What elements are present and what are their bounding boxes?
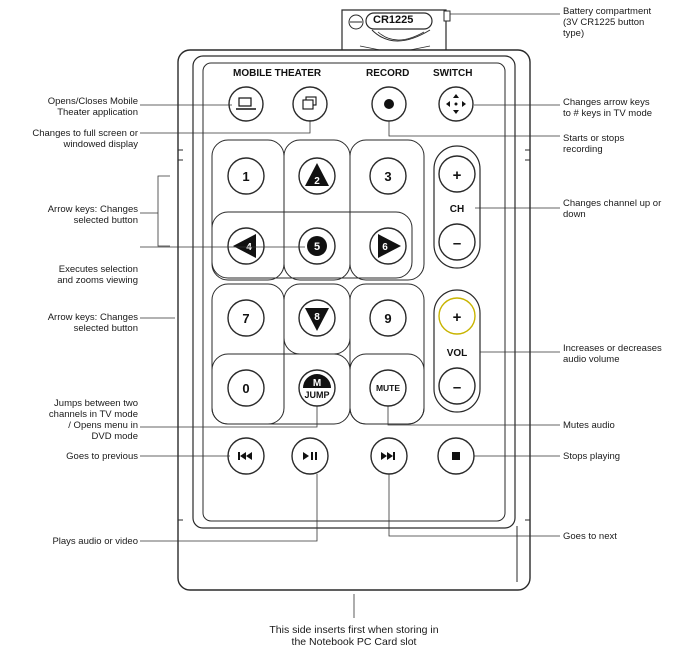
- key-5-select[interactable]: 5: [298, 227, 336, 265]
- arrow-keys-top-callout: Arrow keys: Changes selected button: [47, 204, 138, 226]
- next-callout: Goes to next: [563, 531, 617, 542]
- select-dot-icon: [307, 236, 327, 256]
- key-9[interactable]: 9: [369, 299, 407, 337]
- svg-text:JUMP: JUMP: [304, 390, 329, 400]
- mobile-theater-header: MOBILE THEATER: [233, 68, 322, 79]
- stop-callout: Stops playing: [563, 451, 621, 462]
- leader-lines: [140, 13, 560, 618]
- key-0[interactable]: 0: [227, 369, 265, 407]
- svg-text:–: –: [453, 379, 461, 396]
- number-keys: 1 2 3 4 5 6 7: [227, 157, 407, 407]
- channel-callout: Changes channel up or down: [563, 198, 662, 220]
- svg-text:2: 2: [314, 176, 320, 187]
- mobile-theater-callout: Opens/Closes Mobile Theater application: [47, 96, 138, 118]
- svg-text:4: 4: [246, 242, 252, 253]
- key-3[interactable]: 3: [369, 157, 407, 195]
- window-icon: [302, 96, 317, 110]
- fullscreen-callout: Changes to full screen or windowed displ…: [32, 128, 138, 150]
- next-button[interactable]: [370, 437, 408, 475]
- channel-up-button[interactable]: +: [438, 155, 476, 193]
- footer-note: This side inserts first when storing in …: [269, 624, 439, 648]
- key-6-right[interactable]: 6: [369, 227, 407, 265]
- svg-text:MUTE: MUTE: [376, 383, 400, 393]
- play-pause-icon: [303, 452, 317, 460]
- svg-text:+: +: [453, 309, 462, 326]
- channel-rocker: + CH –: [433, 145, 481, 269]
- battery-callout: Battery compartment (3V CR1225 button ty…: [563, 6, 652, 39]
- transport-row: [227, 437, 475, 475]
- volume-label: VOL: [447, 348, 468, 359]
- svg-text:–: –: [453, 235, 461, 252]
- up-arrow-icon: [305, 163, 329, 186]
- previous-icon: [238, 452, 252, 460]
- volume-rocker: + VOL –: [433, 289, 481, 413]
- volume-callout: Increases or decreases audio volume: [563, 343, 662, 365]
- stop-button[interactable]: [437, 437, 475, 475]
- volume-up-button[interactable]: +: [438, 297, 476, 335]
- four-way-arrow-icon: [446, 94, 466, 114]
- svg-text:1: 1: [242, 169, 249, 184]
- record-header: RECORD: [366, 68, 410, 79]
- record-dot-icon: [384, 99, 394, 109]
- channel-down-button[interactable]: –: [438, 223, 476, 261]
- left-arrow-icon: [233, 234, 256, 258]
- key-2-up[interactable]: 2: [298, 157, 336, 195]
- svg-text:M: M: [313, 378, 321, 389]
- laptop-icon: [236, 97, 256, 110]
- svg-text:6: 6: [382, 242, 388, 253]
- jump-callout: Jumps between two channels in TV mode / …: [48, 398, 138, 442]
- mute-callout: Mutes audio: [563, 420, 615, 431]
- channel-label: CH: [450, 204, 464, 215]
- top-row: [228, 86, 474, 122]
- previous-callout: Goes to previous: [66, 451, 138, 462]
- key-8-down[interactable]: 8: [298, 299, 336, 337]
- jump-button[interactable]: M JUMP: [298, 369, 336, 407]
- switch-header: SWITCH: [433, 68, 473, 79]
- play-pause-button[interactable]: [291, 437, 329, 475]
- svg-text:9: 9: [384, 311, 391, 326]
- key-7[interactable]: 7: [227, 299, 265, 337]
- battery-chip-label: CR1225: [373, 14, 414, 26]
- stop-icon: [452, 452, 460, 460]
- switch-callout: Changes arrow keys to # keys in TV mode: [563, 97, 653, 119]
- svg-text:3: 3: [384, 169, 391, 184]
- mute-button[interactable]: MUTE: [369, 369, 407, 407]
- key-4-left[interactable]: 4: [227, 227, 265, 265]
- record-callout: Starts or stops recording: [563, 133, 625, 155]
- arrow-keys-bottom-callout: Arrow keys: Changes selected button: [47, 312, 138, 334]
- mobile-theater-app-button[interactable]: [228, 86, 264, 122]
- volume-down-button[interactable]: –: [438, 367, 476, 405]
- execute-callout: Executes selection and zooms viewing: [57, 264, 138, 286]
- next-icon: [381, 452, 395, 460]
- svg-text:0: 0: [242, 381, 249, 396]
- switch-button[interactable]: [438, 86, 474, 122]
- record-button[interactable]: [371, 86, 407, 122]
- svg-text:+: +: [453, 167, 462, 184]
- key-1[interactable]: 1: [227, 157, 265, 195]
- down-arrow-icon: [305, 308, 329, 331]
- svg-text:5: 5: [314, 241, 320, 253]
- previous-button[interactable]: [227, 437, 265, 475]
- svg-text:7: 7: [242, 311, 249, 326]
- svg-text:8: 8: [314, 312, 320, 323]
- play-callout: Plays audio or video: [52, 536, 138, 547]
- keypad-frames: [211, 139, 425, 425]
- right-arrow-icon: [378, 234, 401, 258]
- fullscreen-button[interactable]: [292, 86, 328, 122]
